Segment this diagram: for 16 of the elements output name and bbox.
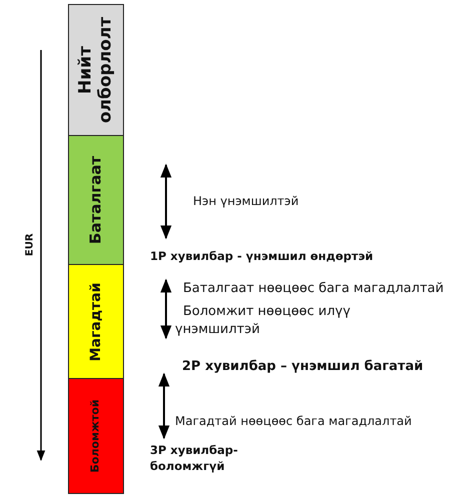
band-label: Баталгаат xyxy=(87,154,105,246)
band-label: Боломжтой xyxy=(90,398,102,475)
scenario-heading: 3Р хувилбар- боломжгүй xyxy=(150,443,239,474)
note-text: Магадтай нөөцөөс бага магадлалтай xyxy=(175,413,413,430)
category-band xyxy=(68,264,124,379)
scenario-heading: 1Р хувилбар - үнэмшил өндөртэй xyxy=(150,249,374,265)
note-text: Боломжит нөөцөөс илүү үнэмшилтэй xyxy=(175,303,352,338)
category-band xyxy=(68,135,124,265)
band-label: Нийт олборлолт xyxy=(76,16,116,126)
category-band xyxy=(68,378,124,494)
scenario-heading: 2Р хувилбар – үнэмшил багатай xyxy=(182,358,424,376)
note-text: Баталгаат нөөцөөс бага магадлалтай xyxy=(183,280,445,298)
category-band xyxy=(68,4,124,136)
note-text: Нэн үнэмшилтэй xyxy=(193,193,299,210)
axis-label: EUR xyxy=(23,233,36,256)
band-label: Магадтай xyxy=(88,281,104,363)
